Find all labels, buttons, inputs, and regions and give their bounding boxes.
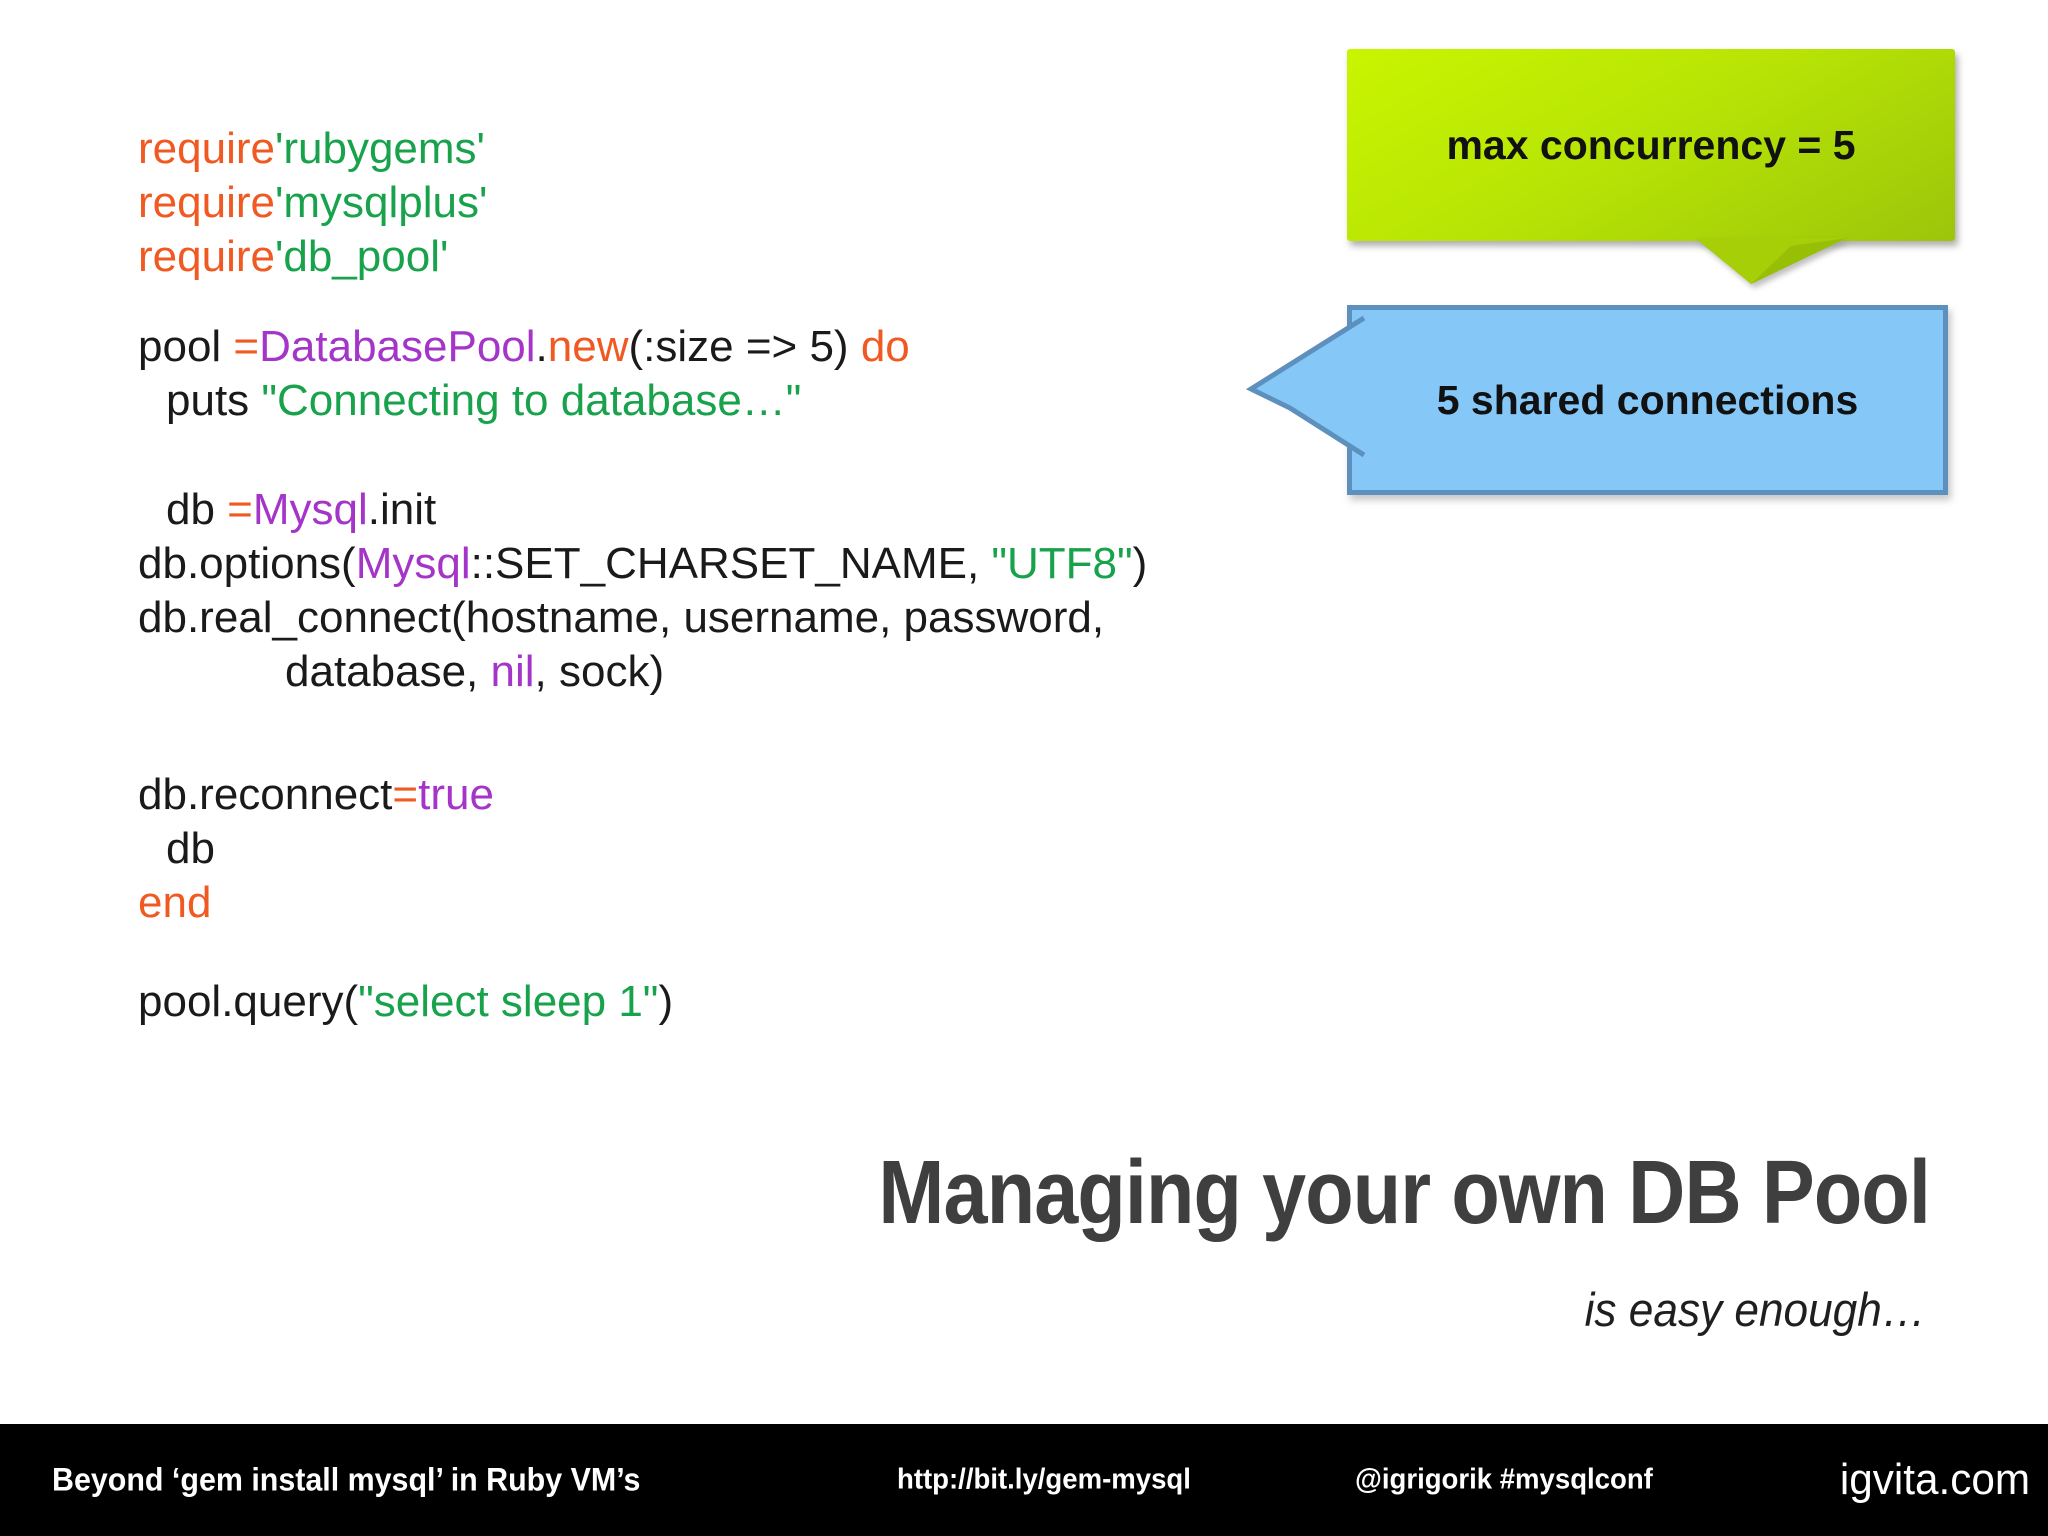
- code-token: Mysql: [252, 485, 368, 534]
- page-title: Managing your own DB Pool: [878, 1143, 1930, 1243]
- code-token: "select sleep 1": [358, 977, 659, 1026]
- code-token: db.real_connect(hostname, username, pass…: [138, 593, 1105, 642]
- footer-bar: Beyond ‘gem install mysql’ in Ruby VM’s …: [0, 1424, 2048, 1536]
- code-token: db: [166, 485, 228, 534]
- code-line: pool =DatabasePool.new(:size => 5) do: [138, 320, 910, 374]
- code-token: db: [166, 824, 215, 873]
- footer-short-url: http://bit.ly/gem-mysql: [897, 1463, 1191, 1496]
- callout-blue-tail-icon: [1245, 315, 1366, 458]
- code-line: database, nil, sock): [285, 645, 1147, 699]
- code-token: .: [535, 322, 548, 371]
- callout-max-concurrency: max concurrency = 5: [1347, 49, 1955, 284]
- callout-max-concurrency-label: max concurrency = 5: [1446, 121, 1856, 168]
- code-line: db.real_connect(hostname, username, pass…: [138, 591, 1147, 645]
- code-line: db.reconnect=true: [138, 768, 494, 822]
- code-token: require: [138, 178, 275, 227]
- footer-presentation-title: Beyond ‘gem install mysql’ in Ruby VM’s: [52, 1461, 641, 1498]
- code-token: 'mysqlplus': [274, 178, 488, 227]
- code-token: (:size => 5): [628, 322, 861, 371]
- code-token: "Connecting to database…": [261, 376, 802, 425]
- code-line: require'rubygems': [138, 122, 487, 176]
- code-line: db: [166, 822, 494, 876]
- code-token: Mysql: [355, 539, 471, 588]
- code-chunk: pool.query("select sleep 1"): [138, 975, 673, 1029]
- code-token: nil: [490, 647, 535, 696]
- code-token: =: [233, 322, 260, 371]
- code-token: .init: [367, 485, 437, 534]
- code-line: require'mysqlplus': [138, 176, 487, 230]
- code-line: puts "Connecting to database…": [166, 374, 910, 428]
- code-token: require: [138, 232, 275, 281]
- code-chunk: require'rubygems'require'mysqlplus'requi…: [138, 122, 487, 284]
- code-token: =: [227, 485, 253, 534]
- code-token: 'rubygems': [274, 124, 485, 173]
- callout-shared-connections-label: 5 shared connections: [1436, 376, 1859, 423]
- code-token: database,: [285, 647, 491, 696]
- code-token: pool.query(: [138, 977, 359, 1026]
- footer-brand-logo: igvita.com: [1839, 1455, 2030, 1504]
- code-token: =: [392, 770, 419, 819]
- code-token: puts: [166, 376, 262, 425]
- code-token: require: [138, 124, 275, 173]
- callout-shared-connections: 5 shared connections: [1245, 305, 1948, 495]
- code-token: ): [1132, 539, 1148, 588]
- code-token: do: [860, 322, 910, 371]
- callout-green-tail-icon: [1695, 238, 1847, 284]
- code-token: pool: [138, 322, 234, 371]
- code-token: db.options(: [138, 539, 356, 588]
- code-token: , sock): [534, 647, 665, 696]
- code-token: end: [138, 878, 212, 927]
- footer-twitter-hashtag: @igrigorik #mysqlconf: [1355, 1463, 1653, 1496]
- code-line: end: [138, 876, 494, 930]
- code-line: db.options(Mysql::SET_CHARSET_NAME, "UTF…: [138, 537, 1147, 591]
- code-token: DatabasePool: [259, 322, 536, 371]
- code-token: true: [418, 770, 494, 819]
- code-token: ): [658, 977, 674, 1026]
- code-line: db =Mysql.init: [166, 483, 1147, 537]
- code-token: ::SET_CHARSET_NAME,: [470, 539, 992, 588]
- code-token: "UTF8": [991, 539, 1133, 588]
- code-line: pool.query("select sleep 1"): [138, 975, 673, 1029]
- code-line: require'db_pool': [138, 230, 487, 284]
- code-token: new: [547, 322, 629, 371]
- page-subtitle: is easy enough…: [1584, 1283, 1926, 1336]
- code-token: db.reconnect: [138, 770, 393, 819]
- code-token: 'db_pool': [274, 232, 449, 281]
